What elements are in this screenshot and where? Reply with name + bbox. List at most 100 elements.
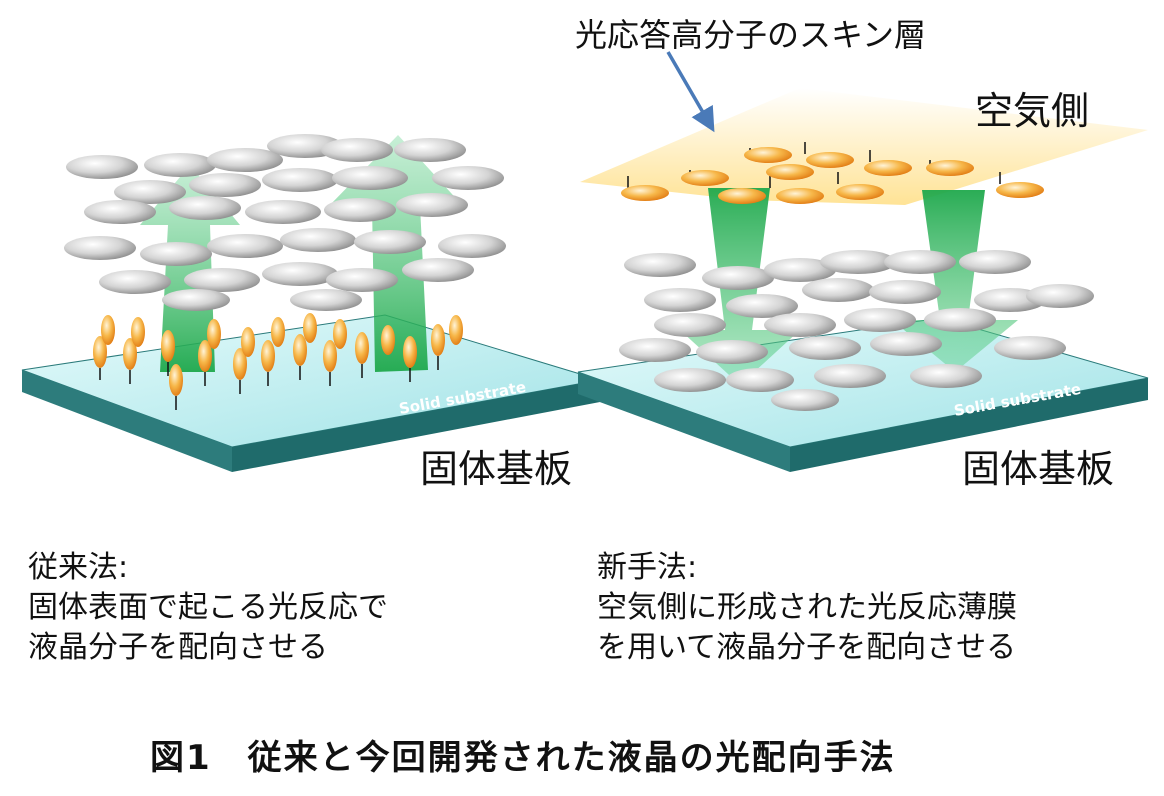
photo-molecule <box>169 364 183 396</box>
left-lc-molecules <box>64 134 506 311</box>
lc-molecule <box>869 280 941 304</box>
photo-molecule <box>101 315 115 345</box>
photo-molecule <box>198 340 212 372</box>
lc-molecule <box>696 340 768 364</box>
lc-molecule <box>771 389 839 411</box>
lc-molecule <box>184 268 260 292</box>
right-substrate-caption: 固体基板 <box>962 447 1115 491</box>
lc-molecule <box>820 250 896 274</box>
lc-molecule <box>844 308 916 332</box>
photo-molecule <box>681 170 729 186</box>
lc-molecule <box>262 168 338 192</box>
lc-molecule <box>162 289 230 311</box>
lc-molecule <box>764 258 836 282</box>
lc-molecule <box>924 308 996 332</box>
right-lc-molecules <box>619 250 1094 411</box>
lc-molecule <box>644 288 716 312</box>
lc-molecule <box>144 153 216 177</box>
left-method-title: 従来法: <box>28 550 129 585</box>
lc-molecule <box>438 234 506 258</box>
lc-molecule <box>726 294 798 318</box>
left-photo-molecules <box>93 313 463 410</box>
lc-molecule <box>814 364 886 388</box>
lc-molecule <box>189 173 261 197</box>
lc-molecule <box>280 228 356 252</box>
photo-molecule <box>403 336 417 368</box>
photo-molecule <box>449 315 463 345</box>
lc-molecule <box>245 200 321 224</box>
lc-molecule <box>326 268 398 292</box>
photo-molecule <box>233 348 247 380</box>
lc-molecule <box>66 155 138 179</box>
photo-molecule <box>355 332 369 364</box>
photo-molecule <box>261 340 275 372</box>
lc-molecule <box>64 236 136 260</box>
lc-molecule <box>84 200 156 224</box>
air-side-label: 空気側 <box>975 89 1090 133</box>
lc-molecule <box>910 364 982 388</box>
lc-molecule <box>619 338 691 362</box>
photo-molecule <box>744 147 792 163</box>
photo-molecule <box>241 327 255 357</box>
left-substrate-caption: 固体基板 <box>420 447 573 491</box>
photo-molecule <box>766 164 814 180</box>
right-method-description: 新手法: 空気側に形成された光反応薄膜 を用いて液晶分子を配向させる <box>597 548 1017 668</box>
lc-molecule <box>726 368 794 392</box>
lc-molecule <box>1026 284 1094 308</box>
lc-molecule <box>207 234 283 258</box>
figure-caption: 図1 従来と今回開発された液晶の光配向手法 <box>150 738 896 778</box>
right-method-line1: 空気側に形成された光反応薄膜 <box>597 590 1017 625</box>
photo-molecule <box>131 317 145 347</box>
photo-molecule <box>431 324 445 356</box>
lc-molecule <box>402 258 474 282</box>
lc-molecule <box>654 368 726 392</box>
lc-molecule <box>332 166 408 190</box>
lc-molecule <box>140 242 212 266</box>
photo-molecule <box>996 182 1044 198</box>
photo-molecule <box>161 330 175 362</box>
lc-molecule <box>99 270 171 294</box>
photo-molecule <box>926 160 974 176</box>
lc-molecule <box>654 313 726 337</box>
photo-molecule <box>776 188 824 204</box>
lc-molecule <box>764 313 836 337</box>
photo-molecule <box>271 317 285 347</box>
lc-molecule <box>994 336 1066 360</box>
skin-layer-label: 光応答高分子のスキン層 <box>575 16 927 54</box>
photo-molecule <box>333 319 347 349</box>
photo-molecule <box>123 338 137 370</box>
right-method-title: 新手法: <box>597 550 698 585</box>
lc-molecule <box>396 193 468 217</box>
photo-molecule <box>303 313 317 343</box>
left-method-line1: 固体表面で起こる光反応で <box>28 590 388 625</box>
photo-molecule <box>323 340 337 372</box>
photo-molecule <box>381 325 395 355</box>
lc-molecule <box>432 166 504 190</box>
lc-molecule <box>789 336 861 360</box>
photo-molecule <box>718 188 766 204</box>
lc-molecule <box>702 266 774 290</box>
left-method-description: 従来法: 固体表面で起こる光反応で 液晶分子を配向させる <box>28 548 388 668</box>
left-substrate: Solid substrate <box>21 314 601 472</box>
lc-molecule <box>114 180 186 204</box>
right-method-line2: を用いて液晶分子を配向させる <box>597 630 1017 665</box>
photo-molecule <box>207 319 221 349</box>
lc-molecule <box>207 148 283 172</box>
lc-molecule <box>870 332 942 356</box>
lc-molecule <box>169 196 241 220</box>
lc-molecule <box>624 253 696 277</box>
photo-molecule <box>93 336 107 368</box>
photo-molecule <box>806 152 854 168</box>
lc-molecule <box>959 250 1031 274</box>
lc-molecule <box>394 138 466 162</box>
photo-molecule <box>621 185 669 201</box>
lc-molecule <box>884 250 956 274</box>
photo-molecule <box>836 184 884 200</box>
photo-molecule <box>864 160 912 176</box>
lc-molecule <box>802 278 874 302</box>
photo-molecule <box>293 334 307 366</box>
lc-molecule <box>354 230 426 254</box>
lc-molecule <box>324 198 396 222</box>
lc-molecule <box>290 289 362 311</box>
